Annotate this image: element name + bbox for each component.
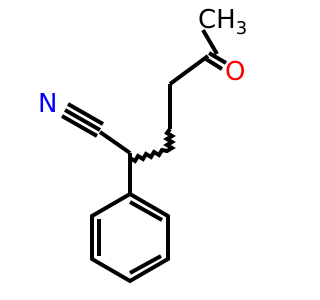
nitrogen-label: N <box>38 89 57 119</box>
structure-canvas: CH3 O N <box>38 5 248 284</box>
benzene-double-bond-1 <box>129 200 163 222</box>
bond-stereocenter-nitrile <box>98 130 132 155</box>
bond-nitrile-3 <box>61 114 98 138</box>
oxygen-label: O <box>225 57 245 87</box>
bond-carbonyl-oxygen-2 <box>204 57 224 71</box>
methyl-subscript: 3 <box>236 18 247 39</box>
benzene-ring <box>90 191 170 284</box>
chemical-structure: CH3 O N <box>38 5 247 284</box>
bond-nitrile-2 <box>67 102 104 126</box>
benzene-double-bond-2 <box>129 254 162 275</box>
bond-carbonyl-oxygen-1 <box>207 51 228 65</box>
bond-methyl-carbonyl <box>201 28 219 56</box>
bond-nitrile-1 <box>64 108 101 132</box>
bond-carbonyl-ch2 <box>168 54 210 86</box>
methyl-label: CH3 <box>198 5 247 39</box>
methyl-symbol: CH <box>198 5 236 35</box>
bond-ch2-stereocenter-wavy <box>128 127 176 164</box>
